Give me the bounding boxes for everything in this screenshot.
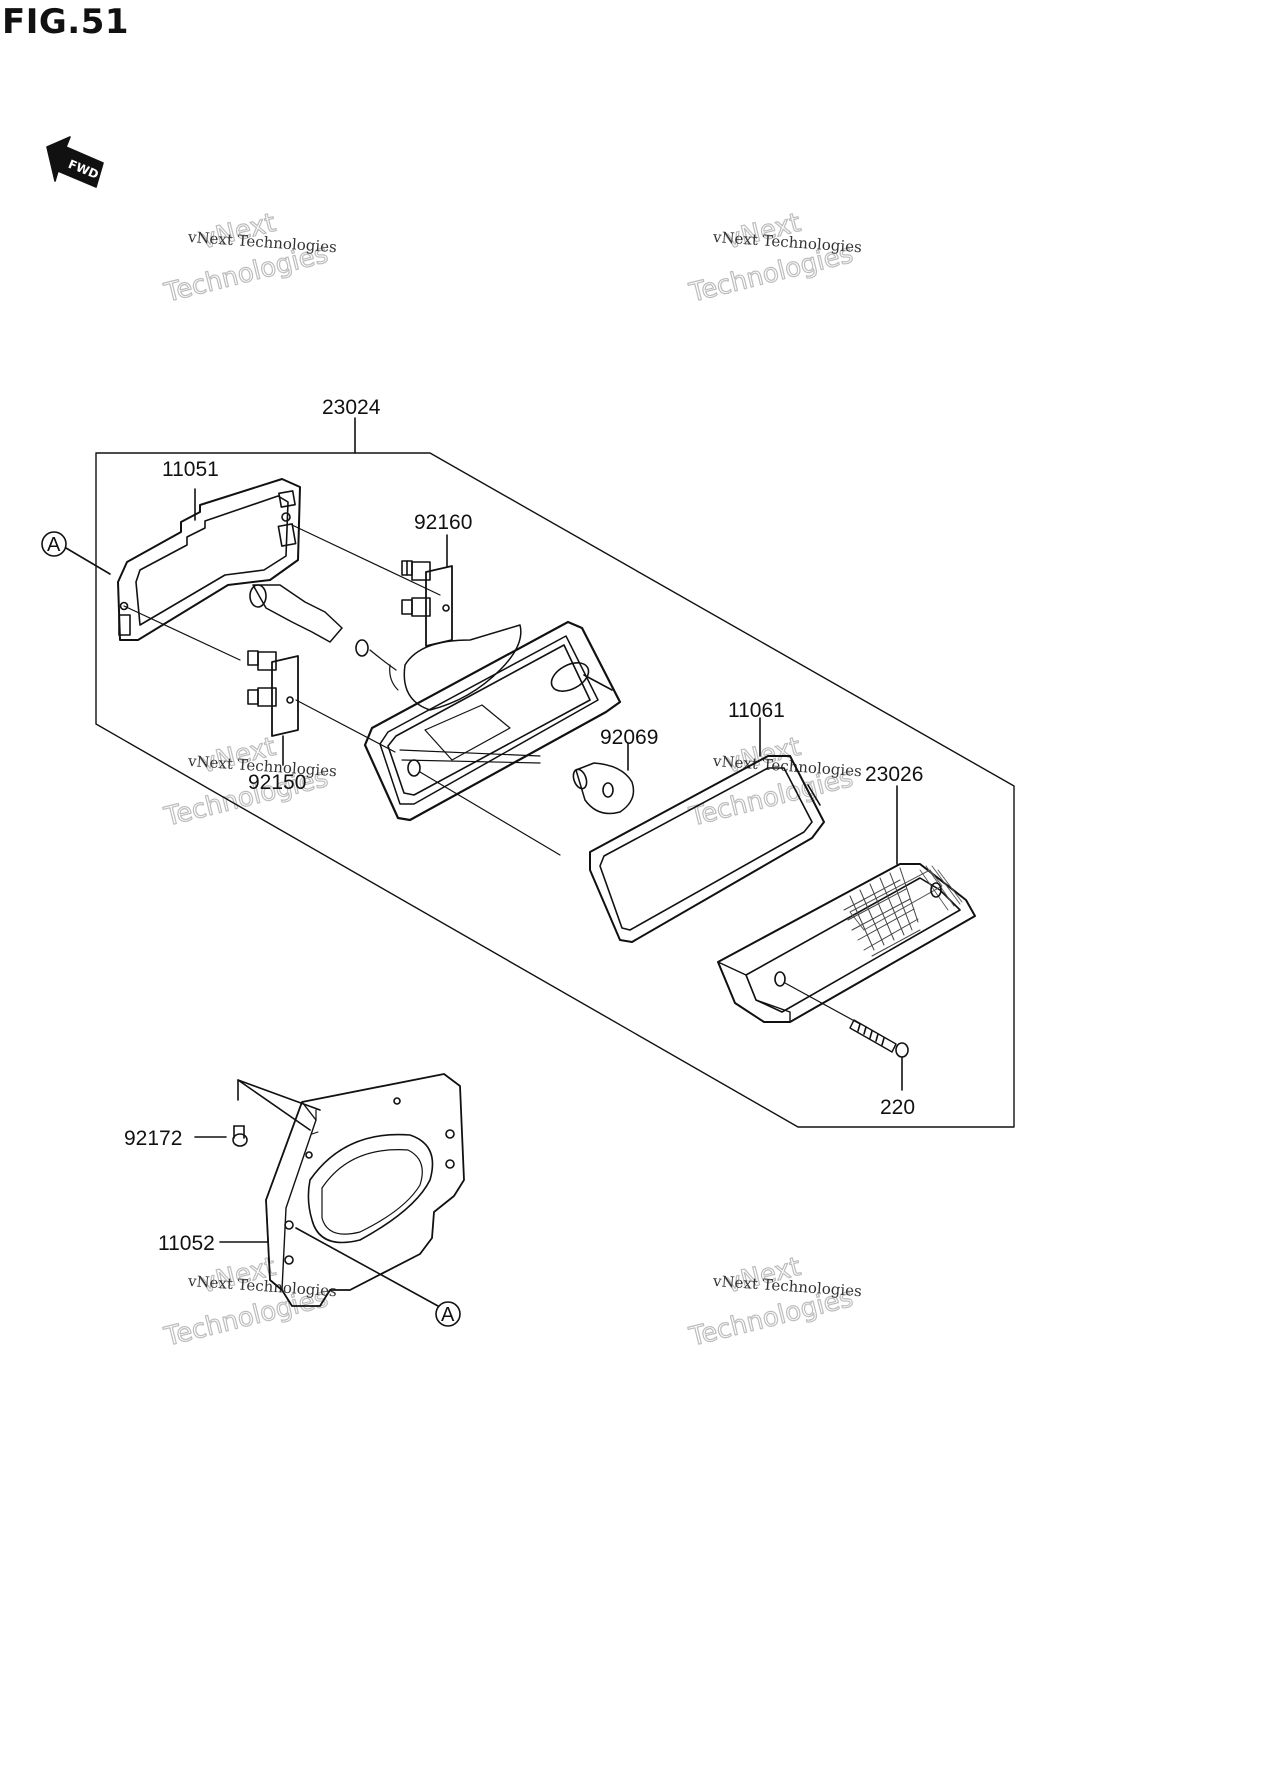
bracket-part <box>265 1073 465 1307</box>
callout-11061: 11061 <box>728 699 785 757</box>
watermark-bottom-right: vNext Technologies vNext Technologies <box>685 1251 862 1353</box>
svg-text:A: A <box>47 534 61 556</box>
forward-arrow-icon: FWD <box>46 136 104 188</box>
lens-gasket-part <box>589 755 825 943</box>
callout-92069: 92069 <box>600 726 658 771</box>
callout-23026: 23026 <box>865 763 923 865</box>
lamp-housing-part <box>363 620 622 856</box>
callout-23024: 23024 <box>322 396 381 454</box>
callout-92172: 92172 <box>124 1127 227 1150</box>
svg-text:92160: 92160 <box>414 511 472 534</box>
lower-socket-part <box>247 650 396 753</box>
reference-marker-a-lower: A <box>295 1227 461 1327</box>
svg-text:92069: 92069 <box>600 726 658 749</box>
watermark-top-left: vNext Technologies vNext Technologies <box>160 207 337 309</box>
lens-part <box>717 863 976 1023</box>
callout-92150: 92150 <box>248 735 306 794</box>
svg-text:23026: 23026 <box>865 763 923 786</box>
svg-text:11061: 11061 <box>728 699 785 722</box>
bulb-part <box>572 762 635 815</box>
watermark-top-right: vNext Technologies vNext Technologies <box>685 207 862 309</box>
watermark-bottom-left: vNext Technologies vNext Technologies <box>160 1251 337 1353</box>
callout-220: 220 <box>880 1057 915 1119</box>
rear-gasket-part <box>117 478 441 661</box>
lens-screw-part <box>784 982 909 1058</box>
callout-92160: 92160 <box>414 511 472 567</box>
svg-text:11051: 11051 <box>162 458 219 481</box>
svg-text:23024: 23024 <box>322 396 381 419</box>
callout-11051: 11051 <box>162 458 219 521</box>
callout-11052: 11052 <box>158 1232 269 1255</box>
assembly-boundary-outline <box>95 452 1015 1128</box>
bracket-screw-part <box>232 1079 321 1147</box>
upper-socket-part <box>401 560 453 647</box>
reference-marker-a-upper: A <box>41 531 111 575</box>
svg-text:11052: 11052 <box>158 1232 215 1255</box>
svg-text:92150: 92150 <box>248 771 306 794</box>
svg-text:A: A <box>441 1304 455 1326</box>
figure-title: FIG.51 <box>2 2 130 42</box>
watermark-middle-right: vNext Technologies vNext Technologies <box>685 731 862 833</box>
svg-text:220: 220 <box>880 1096 915 1119</box>
svg-text:92172: 92172 <box>124 1127 182 1150</box>
connector-part <box>249 584 397 671</box>
